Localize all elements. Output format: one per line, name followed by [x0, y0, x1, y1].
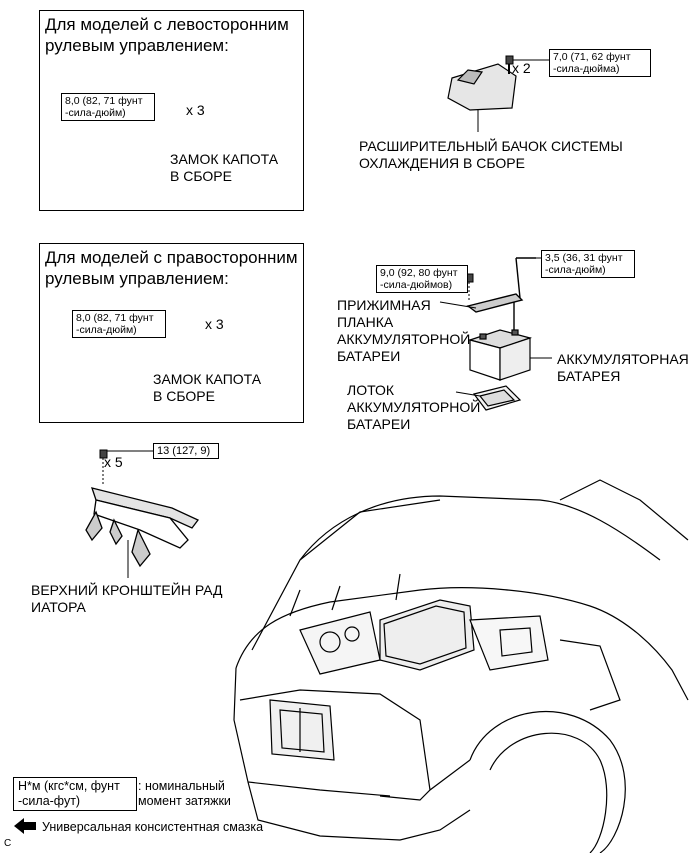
coolant-reservoir-drawing: [447, 63, 517, 132]
bolt-icon: [99, 449, 108, 486]
battery-drawing: [467, 329, 533, 381]
rhd-bolt-count: x 3: [205, 316, 224, 332]
bracket-bolt-count: x 5: [104, 454, 123, 470]
rhd-panel-heading: Для моделей с правосторонним рулевым упр…: [45, 248, 298, 288]
legend-grease-description: Универсальная консистентная смазка: [42, 820, 264, 834]
radiator-bracket-drawing: [85, 487, 200, 568]
lhd-torque-spec: 8,0 (82, 71 фунт -сила-дюйм): [61, 93, 155, 121]
battery-clamp-drawing: [466, 257, 536, 336]
grease-arrow-icon: [14, 818, 36, 834]
car-front-drawing: [233, 479, 689, 853]
clamp-torque-spec: 9,0 (92, 80 фунт -сила-дюймов): [376, 265, 468, 293]
rhd-torque-spec: 8,0 (82, 71 фунт -сила-дюйм): [72, 310, 166, 338]
lhd-hood-lock-label: ЗАМОК КАПОТА В СБОРЕ: [170, 151, 279, 184]
reservoir-label: РАСШИРИТЕЛЬНЫЙ БАЧОК СИСТЕМЫ ОХЛАЖДЕНИЯ …: [359, 138, 623, 171]
reservoir-torque-spec: 7,0 (71, 62 фунт -сила-дюйма): [549, 49, 651, 77]
battery-tray-drawing: [472, 385, 522, 411]
legend-torque-description: : номинальный момент затяжки: [138, 779, 231, 808]
footer-code: C: [4, 838, 12, 849]
tray-label: ЛОТОК АККУМУЛЯТОРНОЙ БАТАРЕИ: [347, 382, 481, 432]
bracket-label: ВЕРХНИЙ КРОНШТЕЙН РАД ИАТОРА: [31, 582, 223, 615]
battery-label: АККУМУЛЯТОРНАЯ БАТАРЕЯ: [557, 351, 689, 384]
reservoir-bolt-count: x 2: [512, 60, 531, 76]
terminal-torque-spec: 3,5 (36, 31 фунт -сила-дюйм): [541, 250, 635, 278]
lhd-bolt-count: x 3: [186, 102, 205, 118]
rhd-hood-lock-label: ЗАМОК КАПОТА В СБОРЕ: [153, 371, 262, 404]
bracket-torque-spec: 13 (127, 9): [153, 443, 219, 459]
clamp-label: ПРИЖИМНАЯ ПЛАНКА АККУМУЛЯТОРНОЙ БАТАРЕИ: [337, 297, 471, 364]
legend-torque-box: Н*м (кгс*см, фунт -сила-фут): [13, 777, 137, 811]
lhd-panel-heading: Для моделей с левосторонним рулевым упра…: [45, 15, 289, 55]
